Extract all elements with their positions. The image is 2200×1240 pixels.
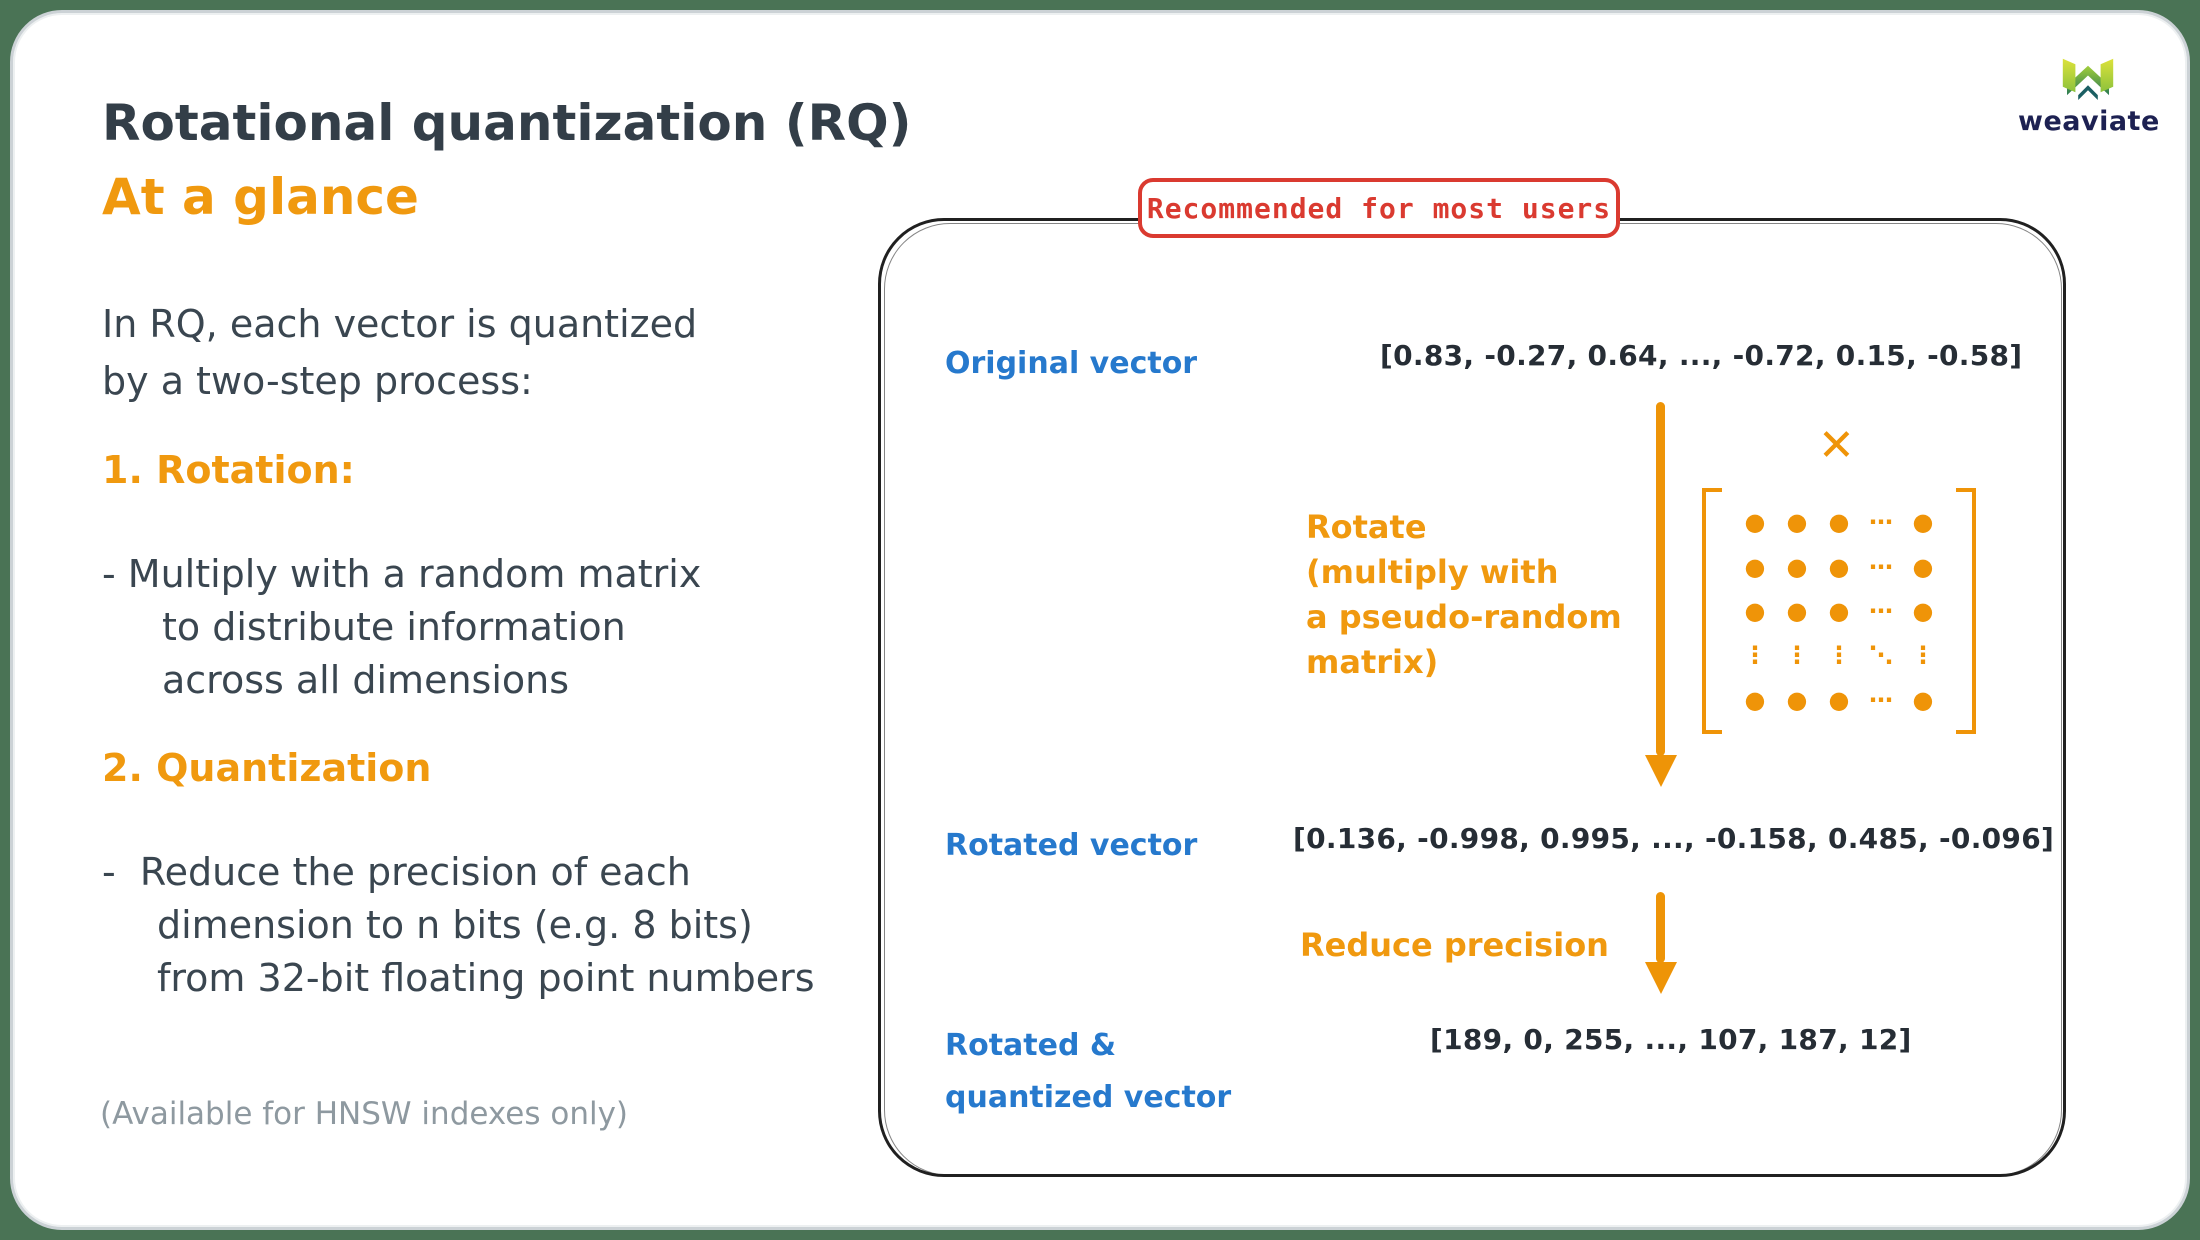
step1-heading: 1. Rotation: [102, 448, 355, 492]
rotate-label-line: Rotate [1306, 508, 1427, 546]
matrix-cell: ⋯ [1869, 685, 1893, 714]
original-vector-value: [0.83, -0.27, 0.64, ..., -0.72, 0.15, -0… [1380, 339, 2023, 372]
matrix-cell: ● [1912, 685, 1934, 714]
matrix-cell: ● [1828, 685, 1850, 714]
rotated-vector-value: [0.136, -0.998, 0.995, ..., -0.158, 0.48… [1293, 822, 2055, 855]
original-vector-label: Original vector [945, 346, 1198, 381]
matrix-cell: ● [1744, 685, 1766, 714]
quantized-label-line: Rotated & [945, 1028, 1117, 1063]
matrix-cell: ● [1744, 596, 1766, 625]
step1-line: to distribute information [162, 605, 626, 649]
rotate-step-label: Rotate (multiply with a pseudo-random matri… [1306, 505, 1622, 685]
matrix-cell: ● [1912, 552, 1934, 581]
step1-bullet: - Multiply with a random matrix to distri… [102, 548, 701, 707]
rotate-label-line: matrix) [1306, 643, 1439, 681]
page-subtitle: At a glance [102, 168, 419, 226]
rotate-arrow-icon [1656, 402, 1665, 756]
matrix-cell: ⋱ [1869, 641, 1893, 670]
matrix-cell: ● [1828, 552, 1850, 581]
matrix-entries: ● ● ● ⋯ ● ● ● ● ⋯ ● ● ● ● ⋯ ● ⋮ ⋮ ⋮ ⋱ ⋮ ● ● ● ⋯ ● [1734, 500, 1944, 722]
quantized-vector-value: [189, 0, 255, ..., 107, 187, 12] [1430, 1023, 1912, 1056]
matrix-cell: ● [1912, 508, 1934, 537]
reduce-arrow-icon [1656, 892, 1665, 963]
intro-text: In RQ, each vector is quantized by a two-… [102, 296, 697, 410]
rotate-label-line: (multiply with [1306, 553, 1559, 591]
matrix-cell: ⋯ [1869, 596, 1893, 625]
matrix-cell: ⋯ [1869, 552, 1893, 581]
matrix-cell: ● [1744, 552, 1766, 581]
intro-line: In RQ, each vector is quantized [102, 302, 698, 346]
step2-bullet: - Reduce the precision of each dimension … [102, 846, 815, 1005]
matrix-cell: ● [1786, 552, 1808, 581]
step1-line: - Multiply with a random matrix [102, 552, 702, 596]
recommended-badge: Recommended for most users [1138, 178, 1620, 238]
step2-line: dimension to n bits (e.g. 8 bits) [157, 903, 753, 947]
matrix-cell: ● [1786, 596, 1808, 625]
weaviate-logo-icon [2062, 58, 2114, 100]
rotate-label-line: a pseudo-random [1306, 598, 1622, 636]
matrix-cell: ⋮ [1911, 641, 1935, 670]
matrix-cell: ● [1786, 685, 1808, 714]
step2-line: - Reduce the precision of each [102, 850, 691, 894]
availability-note: (Available for HNSW indexes only) [100, 1096, 629, 1132]
matrix-cell: ● [1828, 508, 1850, 537]
matrix-cell: ● [1828, 596, 1850, 625]
matrix-bracket-left-icon [1702, 488, 1722, 734]
pseudo-random-matrix: ● ● ● ⋯ ● ● ● ● ⋯ ● ● ● ● ⋯ ● ⋮ ⋮ ⋮ ⋱ ⋮ ● ● ● ⋯ ● [1702, 488, 1976, 734]
step1-line: across all dimensions [162, 658, 570, 702]
page-title: Rotational quantization (RQ) [102, 94, 912, 152]
matrix-cell: ● [1912, 596, 1934, 625]
matrix-cell: ⋮ [1827, 641, 1851, 670]
step2-line: from 32-bit floating point numbers [157, 956, 815, 1000]
slide-card [10, 10, 2190, 1230]
step2-heading: 2. Quantization [102, 746, 432, 790]
quantized-label-line: quantized vector [945, 1080, 1232, 1115]
matrix-cell: ● [1744, 508, 1766, 537]
matrix-cell: ⋮ [1743, 641, 1767, 670]
brand-name: weaviate [2018, 106, 2160, 137]
matrix-cell: ⋮ [1785, 641, 1809, 670]
multiply-icon: ✕ [1818, 420, 1855, 471]
weaviate-logo: weaviate [2018, 54, 2160, 137]
matrix-bracket-right-icon [1956, 488, 1976, 734]
reduce-precision-label: Reduce precision [1300, 926, 1609, 964]
intro-line: by a two-step process: [102, 359, 533, 403]
matrix-cell: ● [1786, 508, 1808, 537]
rotated-vector-label: Rotated vector [945, 828, 1198, 863]
quantized-vector-label: Rotated & quantized vector [945, 1020, 1231, 1124]
matrix-cell: ⋯ [1869, 508, 1893, 537]
